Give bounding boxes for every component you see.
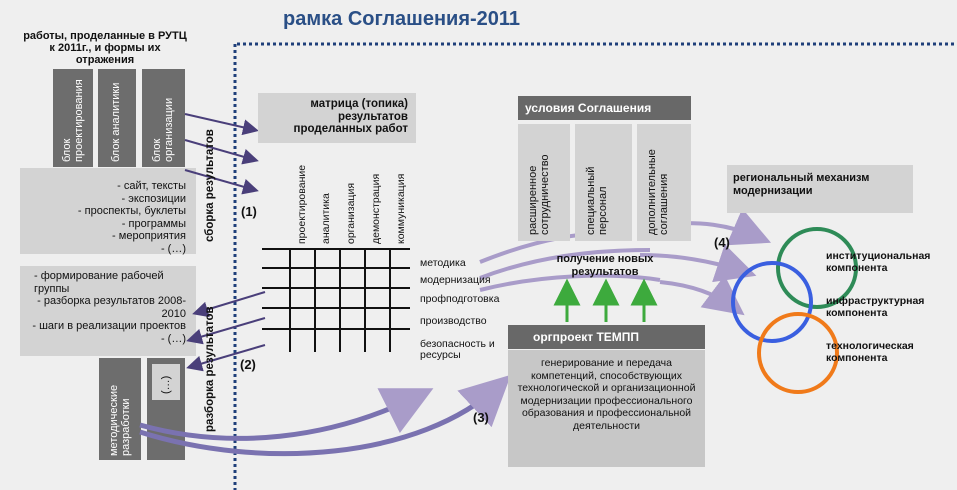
arrow-to-conditions-2 xyxy=(479,248,651,280)
regional-box: региональный механизм модернизации xyxy=(727,165,913,213)
condition-box: дополнительные соглашения xyxy=(637,124,691,241)
matrix-col-label: демонстрация xyxy=(370,173,382,244)
left-header: работы, проделанные в РУТЦ к 2011г., и ф… xyxy=(23,30,187,66)
conditions-title: условия Соглашения xyxy=(518,96,691,120)
technological-circle xyxy=(757,312,839,394)
infrastructure-circle xyxy=(731,261,813,343)
results-item: - формирование рабочей группы xyxy=(34,270,164,295)
arrow-parse-2 xyxy=(186,317,266,345)
results-item: - (…) xyxy=(160,332,186,345)
parse-label: разборка результатов xyxy=(204,306,216,432)
forms-item: - программы xyxy=(121,217,186,230)
step-number-3: (3) xyxy=(473,410,489,425)
matrix-title: матрица (топика) результатов проделанных… xyxy=(293,98,408,135)
arrow-methodical-to-tempp xyxy=(139,374,511,457)
results-item: - шаги в реализации проектов xyxy=(32,320,186,332)
tempp-body: генерирование и передача компетенций, сп… xyxy=(508,350,705,467)
arrow-parse-3 xyxy=(186,344,266,372)
matrix-title-box: матрица (топика) результатов проделанных… xyxy=(258,93,416,143)
arrow-parse-1 xyxy=(192,291,266,318)
block-analytics: блок аналитики xyxy=(98,69,136,167)
matrix-row-label: производство xyxy=(420,315,487,327)
arrow-collect-3 xyxy=(184,169,259,195)
forms-item: - мероприятия xyxy=(112,230,186,242)
matrix-col-label: организация xyxy=(345,182,357,244)
technological-label: технологическая компонента xyxy=(826,340,914,364)
condition-box: специальный персонал xyxy=(575,124,632,241)
block-design: блок проектирования xyxy=(53,69,93,167)
results-item: - разборка результатов 2008-2010 xyxy=(37,295,186,320)
arrow-methodical-to-matrix xyxy=(139,388,434,441)
forms-item: - (…) xyxy=(160,242,186,255)
etc-inner xyxy=(152,364,180,400)
condition-label: специальный персонал xyxy=(585,166,609,235)
institutional-label: институциональная компонента xyxy=(826,250,931,274)
tempp-text: генерирование и передача компетенций, сп… xyxy=(517,357,696,432)
step-number-2: (2) xyxy=(240,357,256,372)
matrix-row-label: профподготовка xyxy=(420,293,500,305)
matrix-row-label: модернизация xyxy=(420,274,491,286)
results-list: - формирование рабочей группы - разборка… xyxy=(20,266,196,356)
methodical-block: методические разработки xyxy=(99,358,141,460)
collect-label: сборка результатов xyxy=(204,129,216,242)
forms-list: - сайт, тексты - экспозиции - проспекты,… xyxy=(20,168,196,255)
condition-label: дополнительные соглашения xyxy=(646,149,670,235)
step-number-4: (4) xyxy=(714,235,730,250)
block-organization: блок организации xyxy=(142,69,185,167)
step-number-1: (1) xyxy=(241,204,257,219)
forms-item: - экспозиции xyxy=(121,192,187,205)
forms-item: - проспекты, буклеты xyxy=(77,205,186,217)
matrix-grid xyxy=(262,248,410,352)
institutional-circle xyxy=(776,227,858,309)
arrow-collect-2 xyxy=(184,139,259,165)
arrow-to-infrastructure xyxy=(639,244,757,283)
forms-item: - сайт, тексты xyxy=(117,180,186,192)
matrix-col-label: аналитика xyxy=(320,193,332,244)
condition-box: расширенное сотрудничество xyxy=(518,124,570,241)
tempp-title: оргпроект ТЕМПП xyxy=(508,325,705,349)
matrix-row-label: безопасность и ресурсы xyxy=(420,338,495,361)
new-results-label: получение новых результатов xyxy=(556,253,654,278)
arrow-to-technological xyxy=(659,275,745,316)
arrow-to-conditions-3 xyxy=(479,273,661,292)
condition-label: расширенное сотрудничество xyxy=(527,154,551,235)
diagram-title: рамка Соглашения-2011 xyxy=(283,8,521,30)
matrix-row-label: методика xyxy=(420,257,466,269)
regional-label: региональный механизм модернизации xyxy=(733,172,870,197)
matrix-col-label: проектирование xyxy=(296,164,308,244)
arrow-collect-1 xyxy=(184,113,259,136)
matrix-col-label: коммуникация xyxy=(395,173,407,244)
infrastructure-label: инфраструктурная компонента xyxy=(826,295,925,319)
